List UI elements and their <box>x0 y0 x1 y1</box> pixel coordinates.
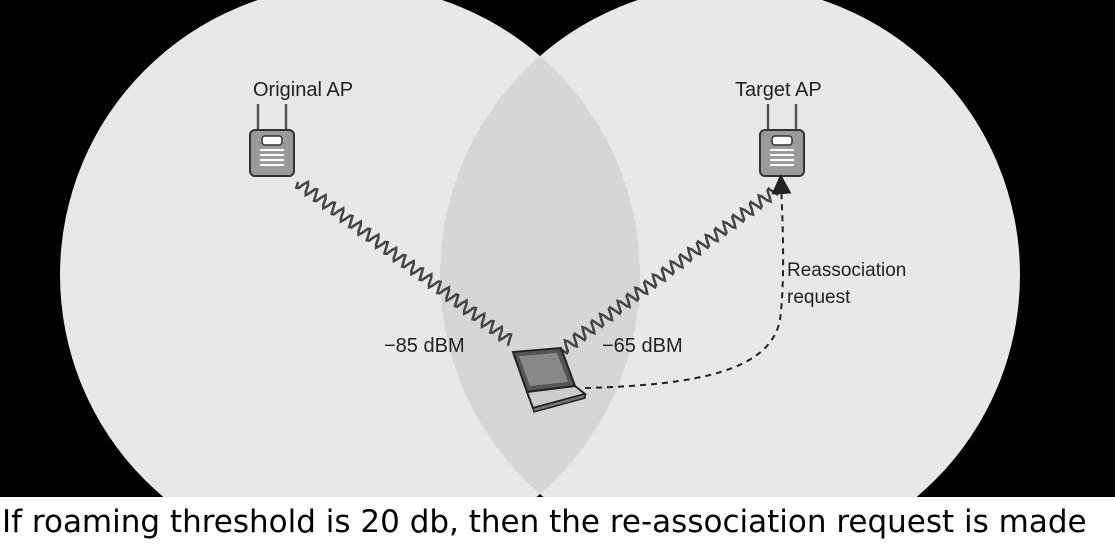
access-point-icon <box>759 104 805 177</box>
reassociation-request-arrow <box>584 174 792 389</box>
original-ap-signal-wave <box>294 179 513 347</box>
reassociation-label-line1: Reassociation <box>787 260 906 281</box>
coverage-overlap <box>440 0 640 497</box>
laptop-icon <box>511 346 588 413</box>
roaming-diagram: Original AP Target AP −85 dBM −65 dBM Re… <box>60 0 1020 497</box>
target-ap-label: Target AP <box>735 79 822 101</box>
caption: If roaming threshold is 20 db, then the … <box>0 497 1115 548</box>
reassociation-label-line2: request <box>787 287 851 308</box>
access-point-icon <box>249 104 295 177</box>
original-signal-strength: −85 dBM <box>384 335 465 357</box>
target-signal-strength: −65 dBM <box>602 335 683 357</box>
target-ap-signal-wave <box>561 186 779 356</box>
original-ap-label: Original AP <box>253 79 353 101</box>
